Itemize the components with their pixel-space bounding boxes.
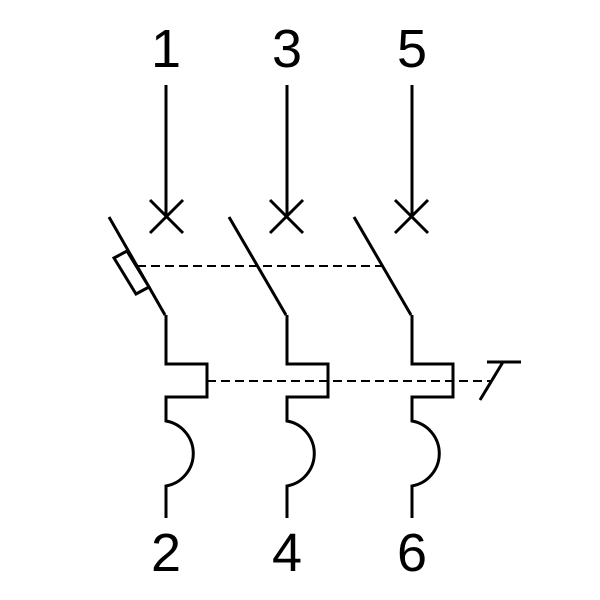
thermal-trip-rectangle xyxy=(111,249,152,296)
isolator-cross-icon xyxy=(393,198,430,235)
pole-3: 5 6 xyxy=(352,19,455,583)
trip-coil-path xyxy=(285,315,330,518)
terminal-label-bottom: 2 xyxy=(151,523,181,583)
terminal-label-bottom: 4 xyxy=(272,523,302,583)
terminal-label-top: 5 xyxy=(397,19,427,79)
terminal-label-top: 3 xyxy=(272,19,302,79)
pole-2: 3 4 xyxy=(227,19,330,583)
pole-1: 1 2 xyxy=(107,19,209,583)
isolator-cross-icon xyxy=(268,198,305,235)
trip-coil-path xyxy=(164,315,209,518)
isolator-cross-icon xyxy=(148,198,185,235)
manual-operator-icon xyxy=(478,360,521,401)
terminal-label-top: 1 xyxy=(151,19,181,79)
terminal-label-bottom: 6 xyxy=(397,523,427,583)
trip-coil-path xyxy=(410,315,455,518)
